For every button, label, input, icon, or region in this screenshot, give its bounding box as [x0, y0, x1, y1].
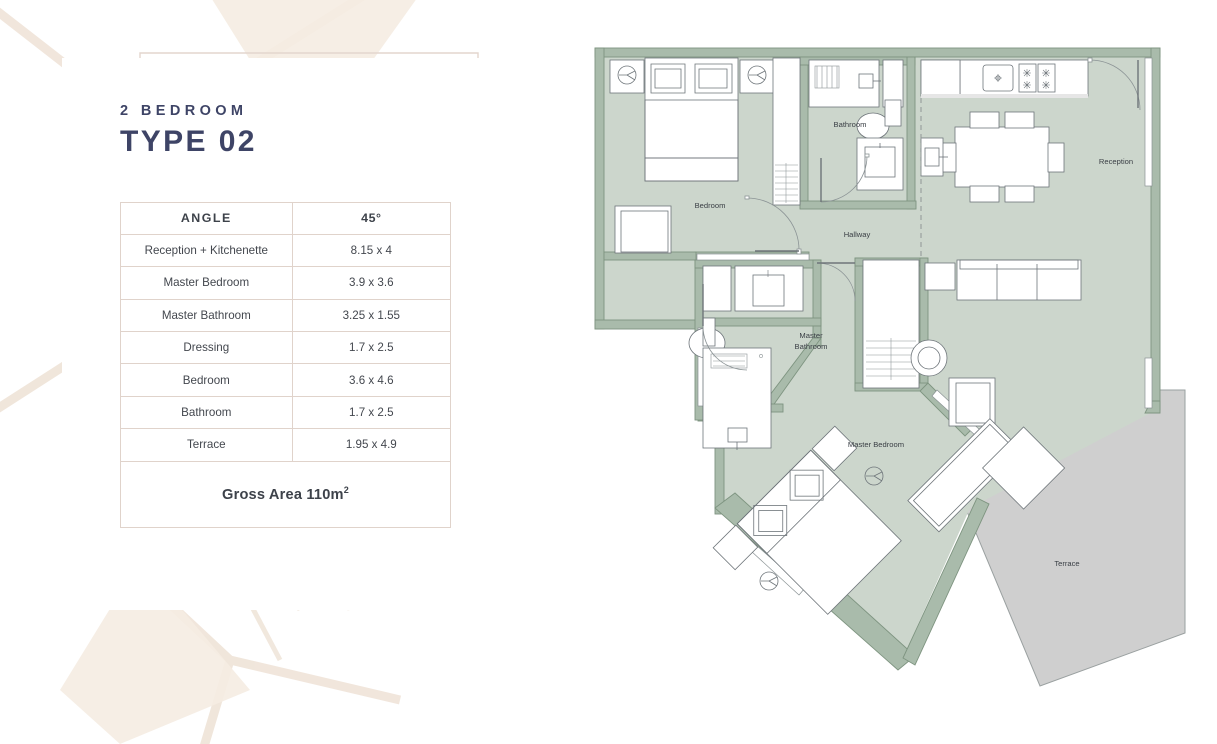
gross-area-text: Gross Area 110m [222, 487, 344, 504]
room-label-bathroom: Bathroom [834, 120, 867, 129]
room-dimensions: 1.95 x 4.9 [291, 428, 452, 462]
floor-plan: Bedroom Bathroom Hallway Reception Maste… [585, 38, 1205, 703]
gross-area-row: Gross Area 110m2 [120, 460, 451, 528]
room-label-master-bathroom-2: Bathroom [795, 342, 828, 351]
floor-plan-drawing: Bedroom Bathroom Hallway Reception Maste… [594, 47, 1186, 687]
room-name: Dressing [120, 331, 293, 365]
info-card: 2 BEDROOM TYPE 02 ANGLE 45° Reception + … [30, 33, 492, 610]
door-leaves [702, 60, 1139, 326]
table-row: Bedroom 3.6 x 4.6 [120, 363, 452, 397]
gross-area-cell: Gross Area 110m2 [120, 460, 451, 528]
room-dimensions: 3.25 x 1.55 [291, 298, 452, 333]
room-dimensions: 3.9 x 3.6 [291, 266, 452, 300]
card-body: 2 BEDROOM TYPE 02 ANGLE 45° Reception + … [62, 58, 492, 610]
bathroom-fixtures [808, 59, 904, 191]
reception-furniture [920, 111, 1082, 301]
room-dimensions: 1.7 x 2.5 [291, 331, 452, 365]
room-name: Bathroom [120, 395, 293, 430]
table-row: Master Bathroom 3.25 x 1.55 [120, 298, 452, 333]
page-title: TYPE 02 [120, 125, 257, 158]
room-name: Bedroom [120, 363, 293, 397]
specification-table: ANGLE 45° Reception + Kitchenette 8.15 x… [120, 201, 452, 528]
kitchen-fixtures [920, 59, 1089, 98]
room-label-hallway: Hallway [844, 230, 871, 239]
room-label-master-bathroom-1: Master [799, 331, 823, 340]
card-eyebrow: 2 BEDROOM [120, 103, 248, 119]
table-header-value: 45° [291, 201, 452, 235]
table-row: Terrace 1.95 x 4.9 [120, 428, 452, 462]
room-labels: Bedroom Bathroom Hallway Reception Maste… [695, 120, 1134, 568]
room-dimensions: 3.6 x 4.6 [291, 363, 452, 397]
room-name: Master Bathroom [120, 298, 293, 333]
room-dimensions: 8.15 x 4 [291, 233, 452, 268]
room-name: Master Bedroom [120, 266, 293, 300]
room-label-reception: Reception [1099, 157, 1133, 166]
room-name: Reception + Kitchenette [120, 233, 293, 268]
master-bedroom-furniture [712, 259, 1066, 615]
room-label-master-bedroom: Master Bedroom [848, 440, 904, 449]
bedroom-furniture [609, 57, 801, 254]
gross-area-superscript: 2 [343, 485, 349, 496]
room-name: Terrace [120, 428, 293, 462]
table-header-label: ANGLE [120, 201, 293, 235]
master-bathroom-fixtures [688, 265, 804, 450]
table-row: Dressing 1.7 x 2.5 [120, 331, 452, 365]
spec-table-body: ANGLE 45° Reception + Kitchenette 8.15 x… [120, 201, 452, 528]
table-row: Bathroom 1.7 x 2.5 [120, 395, 452, 430]
table-row: Master Bedroom 3.9 x 3.6 [120, 266, 452, 300]
room-dimensions: 1.7 x 2.5 [291, 395, 452, 430]
room-label-terrace: Terrace [1054, 559, 1079, 568]
table-row: Reception + Kitchenette 8.15 x 4 [120, 233, 452, 268]
room-label-bedroom: Bedroom [695, 201, 726, 210]
table-header-row: ANGLE 45° [120, 201, 452, 235]
